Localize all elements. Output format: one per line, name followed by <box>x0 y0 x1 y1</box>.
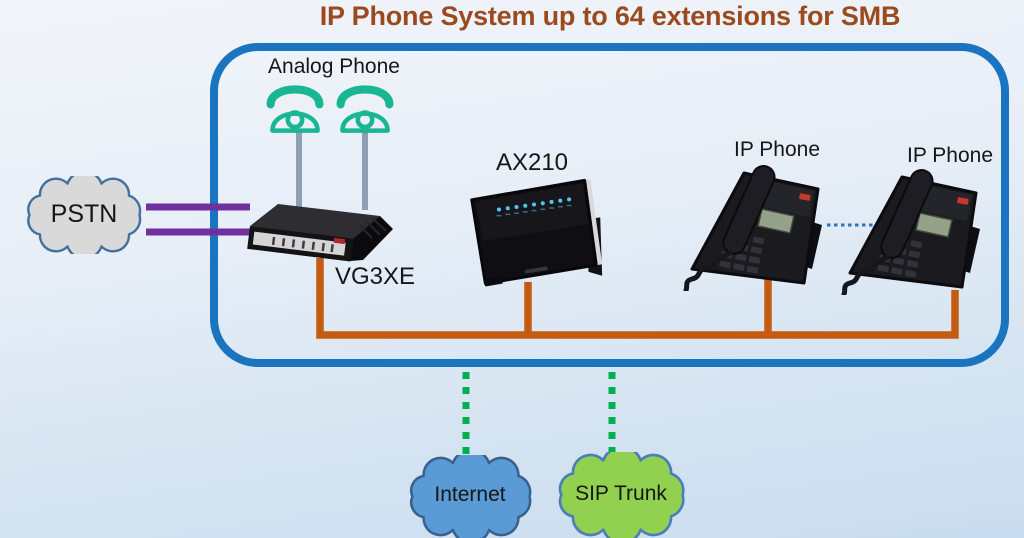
sip-trunk-label: SIP Trunk <box>575 482 667 505</box>
pstn-label: PSTN <box>50 200 118 228</box>
ax210-router-device <box>470 177 604 288</box>
vg3xe-gateway-device <box>246 203 394 263</box>
lan-bus-line <box>316 258 959 339</box>
ip-phone-right-label: IP Phone <box>906 144 994 167</box>
vg3xe-label: VG3XE <box>334 263 416 290</box>
analog-phone-icon <box>332 80 398 136</box>
analog-phone-icon <box>262 80 328 136</box>
ip-phone-device-right <box>840 167 1000 295</box>
ip-phone-device-left <box>682 163 842 291</box>
internet-label: Internet <box>434 483 506 506</box>
ax210-label: AX210 <box>495 149 569 176</box>
ip-phone-left-label: IP Phone <box>733 138 821 161</box>
analog-phone-label: Analog Phone <box>268 55 400 78</box>
diagram-title: IP Phone System up to 64 extensions for … <box>319 1 901 31</box>
